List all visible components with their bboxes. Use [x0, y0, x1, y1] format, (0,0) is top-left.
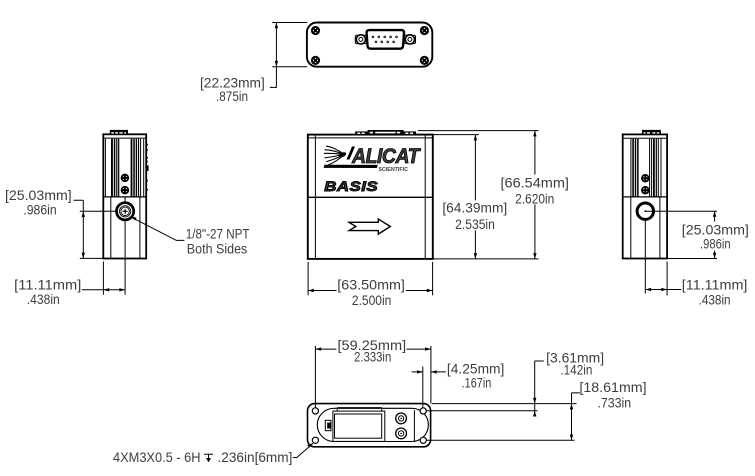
svg-text:[63.50mm]: [63.50mm]: [337, 277, 405, 293]
svg-text:2.535in: 2.535in: [455, 216, 495, 232]
svg-text:[66.54mm]: [66.54mm]: [501, 175, 569, 191]
svg-text:.236in[6mm]: .236in[6mm]: [218, 449, 293, 465]
svg-text:[18.61mm]: [18.61mm]: [579, 379, 646, 395]
svg-text:[25.03mm]: [25.03mm]: [5, 187, 72, 203]
svg-text:[3.61mm]: [3.61mm]: [546, 349, 604, 365]
svg-text:.986in: .986in: [700, 235, 731, 251]
svg-text:2.620in: 2.620in: [515, 190, 554, 206]
svg-text:[4.25mm]: [4.25mm]: [447, 360, 505, 376]
svg-text:ALICAT: ALICAT: [351, 145, 421, 168]
svg-text:Both Sides: Both Sides: [187, 240, 248, 256]
svg-text:.142in: .142in: [560, 361, 592, 377]
svg-text:[11.11mm]: [11.11mm]: [682, 276, 748, 292]
svg-text:4XM3X0.5 - 6H: 4XM3X0.5 - 6H: [113, 449, 201, 465]
svg-text:2.333in: 2.333in: [354, 348, 391, 364]
svg-text:.875in: .875in: [216, 88, 248, 104]
svg-text:[11.11mm]: [11.11mm]: [14, 277, 81, 293]
svg-text:SCIENTIFIC: SCIENTIFIC: [378, 167, 408, 173]
svg-text:[22.23mm]: [22.23mm]: [200, 75, 265, 91]
svg-text:.167in: .167in: [462, 374, 492, 390]
svg-text:2.500in: 2.500in: [352, 292, 391, 308]
svg-text:.733in: .733in: [598, 394, 632, 410]
svg-text:[64.39mm]: [64.39mm]: [442, 199, 507, 215]
svg-text:[25.03mm]: [25.03mm]: [682, 222, 749, 238]
svg-text:.438in: .438in: [27, 291, 60, 307]
svg-text:[59.25mm]: [59.25mm]: [338, 337, 407, 353]
svg-text:1/8"-27 NPT: 1/8"-27 NPT: [186, 225, 250, 241]
svg-text:.986in: .986in: [23, 201, 56, 217]
svg-text:BASIS: BASIS: [324, 179, 378, 194]
svg-text:.438in: .438in: [699, 292, 731, 308]
